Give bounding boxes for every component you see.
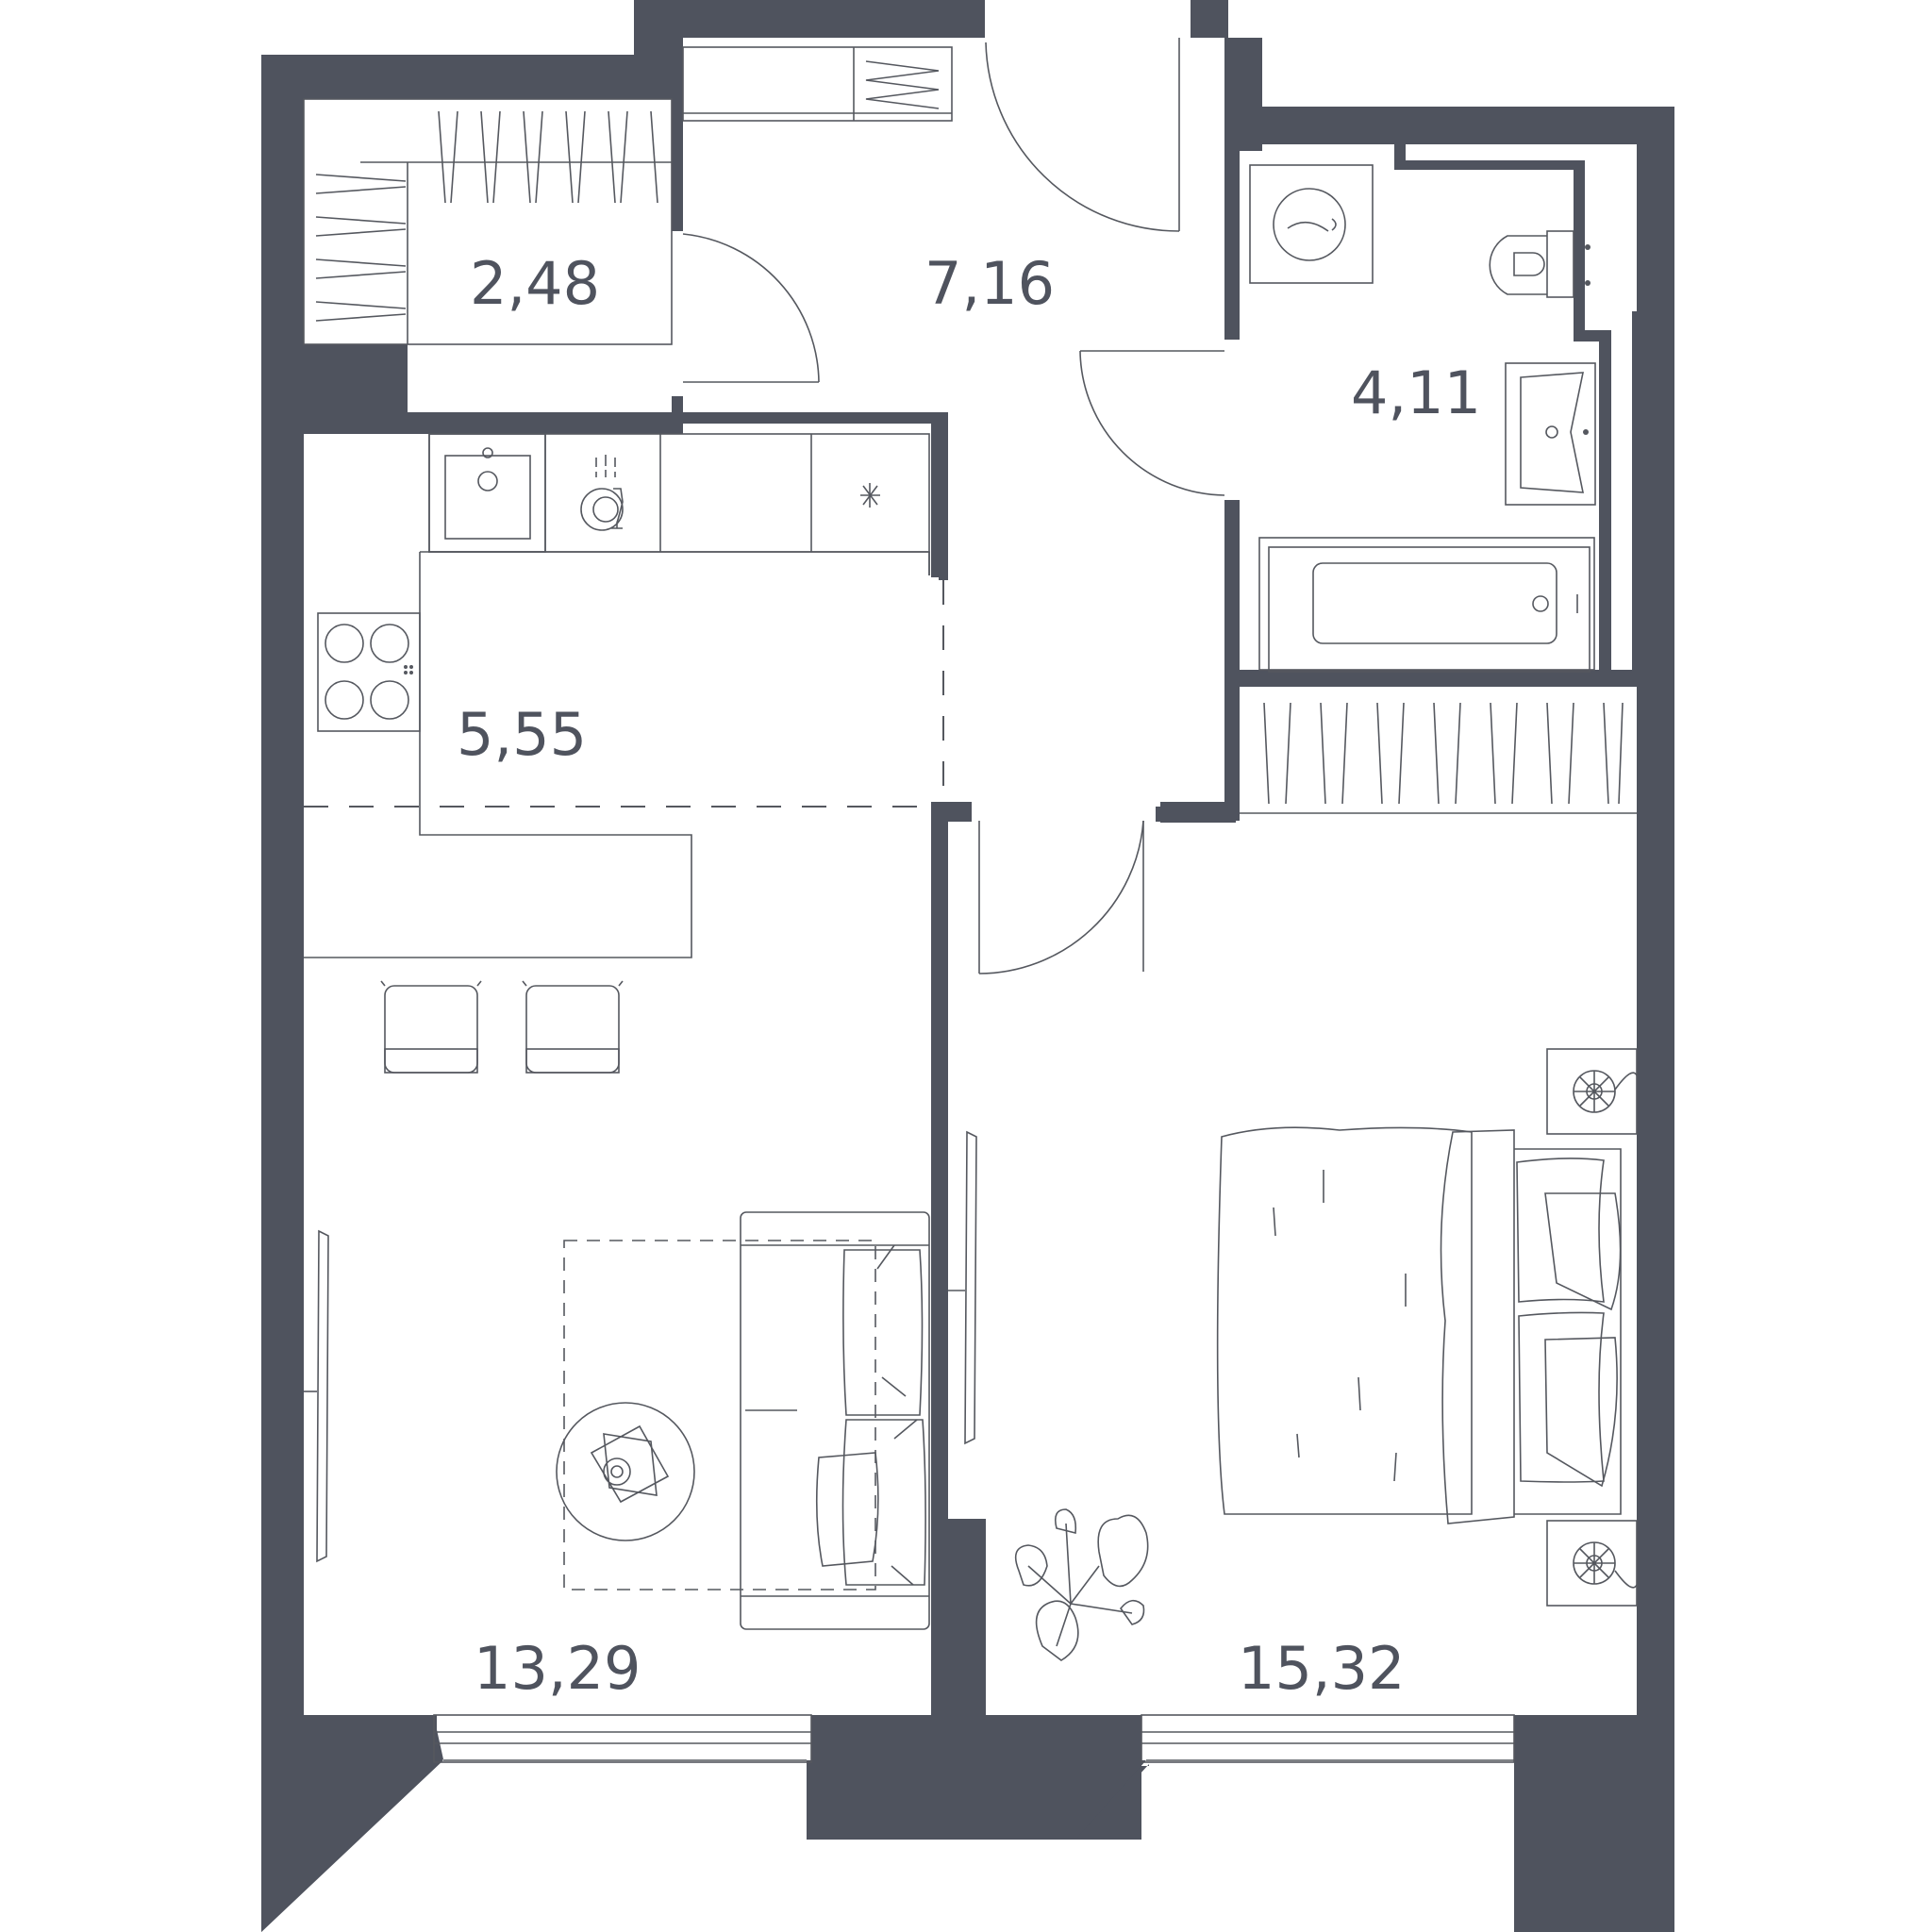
hallway-fill-corner — [948, 685, 1236, 807]
hall-shoe-cabinet — [682, 46, 953, 122]
shaft-wall-right — [391, 344, 408, 420]
plant-icon — [1014, 1508, 1149, 1661]
wardrobe-right-wall — [672, 0, 683, 231]
bar-stool-icon-2 — [522, 980, 624, 1074]
sink-icon — [428, 433, 546, 553]
kitchen-island — [304, 552, 692, 958]
top-right-wall-bar — [1224, 107, 1674, 144]
coffee-table-icon — [556, 1402, 695, 1541]
room-area-kitchen: 5,55 — [457, 700, 587, 769]
kitchen-top-wall — [400, 412, 942, 424]
top-left-step — [634, 0, 672, 99]
wardrobe-wall-stub — [672, 396, 683, 415]
bath-wall-left-top — [1224, 146, 1240, 340]
living-bedroom-partition — [931, 802, 948, 1715]
hanger-lines-top — [438, 110, 658, 204]
partition-cap — [931, 802, 972, 821]
bar-stool-icon — [380, 980, 482, 1074]
hallway-fill-top — [683, 38, 1224, 434]
toilet-icon — [1489, 230, 1591, 298]
bathroom-door — [1079, 350, 1225, 496]
windows — [433, 1714, 1515, 1763]
top-wall-bar — [634, 0, 985, 13]
bath-wall-right — [1601, 330, 1611, 681]
bedroom-door-jamb — [1160, 802, 1236, 823]
top-right-step-a — [1191, 0, 1228, 38]
shaft-wall-top — [304, 344, 408, 356]
kitchen-zone-boundary — [304, 580, 944, 808]
washbasin-icon — [1505, 362, 1596, 506]
bottom-right-pier — [1514, 1715, 1674, 1932]
bathtub-icon — [1258, 537, 1595, 673]
bottom-left-wedge — [261, 1760, 443, 1932]
wardrobe-door — [682, 233, 820, 383]
window-bedroom — [1141, 1714, 1515, 1763]
tv-icon-bedroom — [948, 1130, 977, 1445]
wardrobe-closet — [303, 98, 673, 345]
bottom-left-pier — [261, 1715, 437, 1760]
bath-wall-right-top — [1574, 160, 1585, 341]
bath-wall-bottom — [1224, 672, 1641, 687]
bath-wall-left-bottom — [1224, 500, 1240, 821]
room-area-wardrobe: 2,48 — [470, 249, 600, 318]
right-wall-bar — [1637, 107, 1674, 1932]
bed-icon — [1216, 1126, 1622, 1524]
entrance-door — [985, 38, 1180, 232]
partition-bottom-pier — [948, 1519, 986, 1715]
nightstand-icon-2 — [1546, 1520, 1638, 1607]
top-door-jamb — [972, 0, 985, 38]
shaft-fill — [304, 344, 408, 420]
dishwasher-icon — [580, 455, 624, 531]
doors — [682, 38, 1225, 974]
kitchen-right-wall — [931, 412, 948, 577]
wall-overlay — [261, 0, 1674, 1932]
room-area-bedroom: 15,32 — [1238, 1634, 1406, 1703]
top-left-wall-bar — [261, 55, 634, 99]
bottom-center-base — [807, 1760, 1146, 1840]
bedroom-wardrobe-fill — [1240, 685, 1641, 811]
room-area-living: 13,29 — [474, 1634, 641, 1703]
washing-machine-icon — [1249, 164, 1374, 284]
hanger-lines-left — [315, 174, 407, 322]
bedroom-fill — [972, 822, 1641, 1715]
fridge-icon — [860, 483, 880, 508]
bath-wall-top — [1394, 160, 1583, 170]
left-wall-bar — [261, 55, 304, 1715]
nightstand-icon — [1546, 1048, 1638, 1135]
room-area-bathroom: 4,11 — [1351, 358, 1481, 427]
bedroom-door — [978, 820, 1144, 974]
room-area-hallway: 7,16 — [924, 249, 1055, 318]
sofa-icon — [740, 1211, 930, 1630]
tv-icon — [304, 1229, 329, 1563]
window-living — [433, 1714, 812, 1763]
bath-notch — [1394, 144, 1406, 165]
bedroom-wardrobe — [1240, 702, 1637, 814]
shaft-wall-bottom — [304, 412, 408, 424]
